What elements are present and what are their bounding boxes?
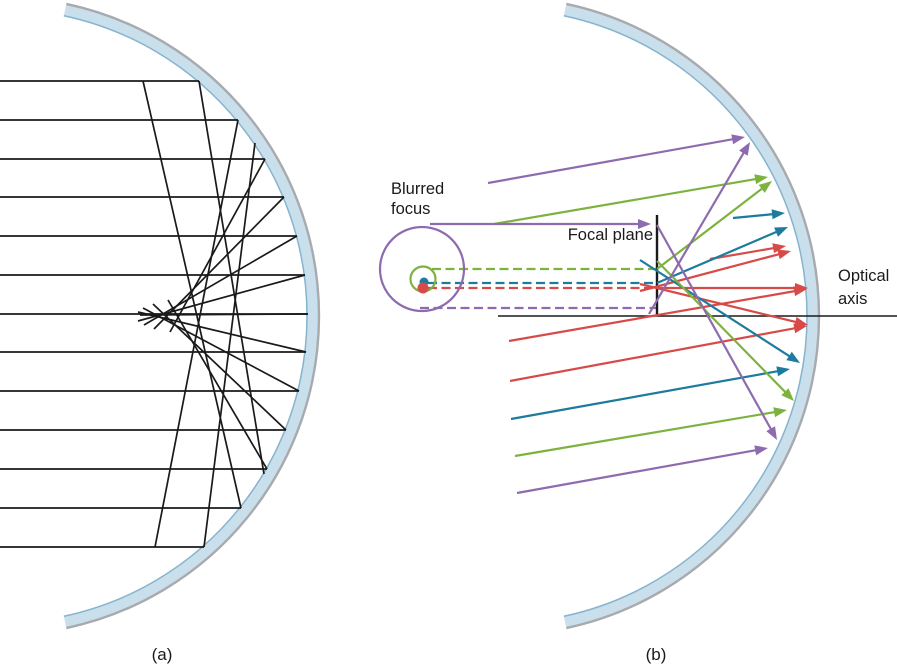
focus-dot-red — [417, 282, 429, 294]
mirror-band-a — [63, 3, 320, 629]
incident-ray-low-green — [514, 410, 780, 458]
reflected-ray-a — [169, 158, 266, 333]
reflected-ray-a — [139, 313, 309, 316]
reflected-ray-down-purple — [656, 224, 775, 434]
mirror-outer-edge-a — [66, 2, 321, 630]
incident-ray-low-purple-arrowhead — [754, 445, 768, 456]
incident-ray-top-purple — [487, 137, 738, 185]
reflected-ray-down-purple-arrowhead — [766, 426, 777, 440]
reflected-ray-a — [137, 274, 306, 322]
reflected-ray-a — [143, 235, 298, 326]
reflected-ray-up-red — [639, 251, 784, 293]
panel-a-caption: (a) — [151, 645, 173, 664]
incident-ray-top-purple-arrowhead — [731, 134, 745, 145]
incident-ray-top-green — [493, 177, 761, 226]
reflected-ray-down-teal-arrowhead — [786, 351, 800, 363]
panel-b-caption: (b) — [645, 645, 667, 664]
incident-ray-low-teal-arrowhead — [776, 366, 790, 377]
incident-ray-low-red — [509, 326, 800, 383]
reflected-ray-up-green-arrowhead — [758, 181, 772, 193]
incident-ray-top-teal-arrowhead — [771, 209, 785, 220]
reflected-ray-up-teal-arrowhead — [774, 227, 788, 237]
incident-ray-top-teal — [732, 212, 778, 220]
reflected-ray-a — [198, 80, 265, 475]
reflected-ray-up-purple — [648, 148, 747, 315]
reflected-ray-down-green-arrowhead — [781, 388, 794, 401]
reflected-ray-up-green — [656, 184, 767, 270]
optical-axis-label: Optical axis — [838, 267, 890, 308]
reflected-ray-a — [142, 307, 300, 392]
incident-ray-top-red — [709, 246, 779, 261]
reflected-ray-up-purple-arrowhead — [739, 142, 750, 156]
incident-ray-low-teal — [510, 369, 783, 421]
incident-ray-mid-red — [508, 289, 800, 343]
reflected-ray-down-teal — [639, 259, 794, 360]
chief-ray-purple-arrowhead — [638, 219, 651, 229]
reflected-ray-a — [142, 80, 242, 509]
blur-circle-purple — [378, 225, 466, 313]
reflected-ray-up-teal — [656, 229, 782, 285]
incident-ray-top-green-arrowhead — [754, 174, 768, 185]
blurred-focus-label: Blurred focus — [391, 180, 445, 218]
reflected-ray-a — [203, 142, 256, 548]
reflected-ray-a — [152, 303, 287, 431]
reflected-ray-up-red-arrowhead — [777, 249, 791, 260]
reflected-ray-down-green — [656, 260, 790, 397]
reflected-ray-a — [137, 311, 307, 353]
reflected-ray-a — [154, 119, 239, 548]
incident-ray-low-green-arrowhead — [773, 407, 787, 418]
incident-ray-low-red-arrowhead — [793, 323, 807, 334]
incident-ray-top-red-arrowhead — [772, 243, 786, 254]
mirror-inner-edge-a — [63, 14, 308, 618]
incident-ray-mid-red-arrowhead — [793, 286, 807, 297]
incident-ray-low-purple — [516, 448, 761, 495]
focal-plane-label: Focal plane — [567, 226, 653, 244]
reflected-ray-a — [167, 299, 268, 470]
